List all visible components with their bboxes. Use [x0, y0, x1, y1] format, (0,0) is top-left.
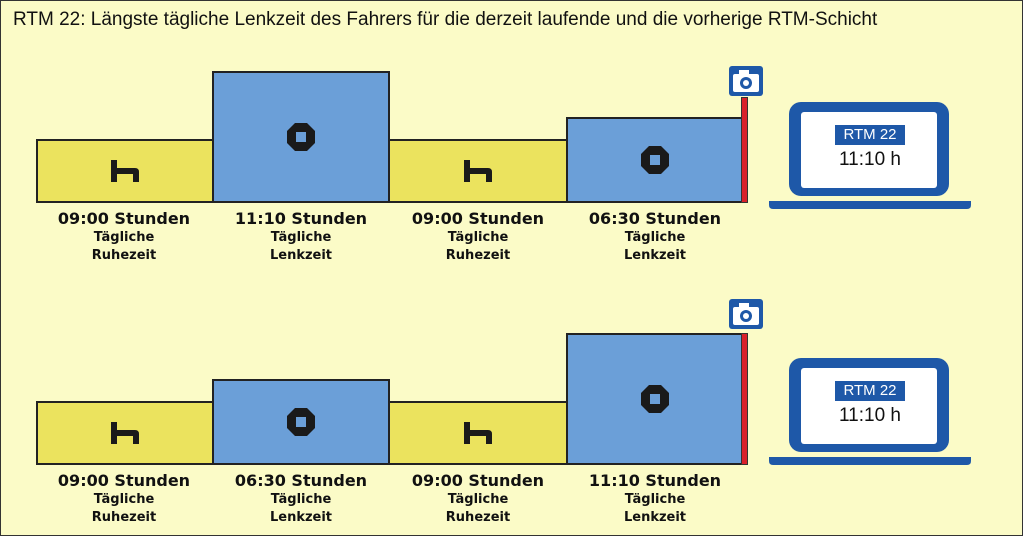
- laptop-display: RTM 22 11:10 h: [767, 355, 973, 469]
- camera-icon: [729, 299, 763, 329]
- rest-block: [36, 139, 214, 203]
- bed-icon: [464, 422, 492, 444]
- period-hours: 09:00 Stunden: [57, 471, 191, 490]
- rtm-value: 11:10 h: [839, 405, 901, 426]
- diagram-title: RTM 22: Längste tägliche Lenkzeit des Fa…: [13, 9, 878, 30]
- period-label: 11:10 Stunden Tägliche Lenkzeit: [213, 209, 389, 265]
- bed-icon: [111, 422, 139, 444]
- period-kind: Lenkzeit: [623, 510, 687, 525]
- period-kind: Ruhezeit: [91, 510, 157, 525]
- period-kind: Ruhezeit: [91, 248, 157, 263]
- rest-block: [388, 401, 568, 465]
- period-label: 09:00 Stunden Tägliche Ruhezeit: [36, 471, 212, 527]
- period-label: 06:30 Stunden Tägliche Lenkzeit: [213, 471, 389, 527]
- drive-block: [566, 333, 744, 465]
- period-hours: 06:30 Stunden: [588, 209, 722, 228]
- period-label: 09:00 Stunden Tägliche Ruhezeit: [390, 471, 566, 527]
- period-kind: Ruhezeit: [445, 510, 511, 525]
- laptop-display: RTM 22 11:10 h: [767, 99, 973, 213]
- bed-icon: [111, 160, 139, 182]
- period-kind: Tägliche: [270, 230, 332, 245]
- steering-wheel-icon: [287, 123, 315, 151]
- drive-block: [566, 117, 744, 203]
- period-kind: Lenkzeit: [269, 510, 333, 525]
- period-hours: 11:10 Stunden: [588, 471, 722, 490]
- drive-block: [212, 71, 390, 203]
- period-hours: 09:00 Stunden: [57, 209, 191, 228]
- period-label: 09:00 Stunden Tägliche Ruhezeit: [390, 209, 566, 265]
- period-label: 11:10 Stunden Tägliche Lenkzeit: [567, 471, 743, 527]
- period-kind: Lenkzeit: [623, 248, 687, 263]
- period-kind: Tägliche: [447, 230, 509, 245]
- rtm-badge: RTM 22: [835, 125, 905, 145]
- period-hours: 09:00 Stunden: [411, 471, 545, 490]
- period-kind: Ruhezeit: [445, 248, 511, 263]
- period-label: 09:00 Stunden Tägliche Ruhezeit: [36, 209, 212, 265]
- drive-block: [212, 379, 390, 465]
- period-kind: Tägliche: [624, 492, 686, 507]
- bed-icon: [464, 160, 492, 182]
- period-kind: Tägliche: [93, 492, 155, 507]
- period-hours: 06:30 Stunden: [234, 471, 368, 490]
- period-kind: Tägliche: [270, 492, 332, 507]
- rtm-badge: RTM 22: [835, 381, 905, 401]
- rest-block: [36, 401, 214, 465]
- period-kind: Tägliche: [447, 492, 509, 507]
- period-kind: Tägliche: [624, 230, 686, 245]
- camera-icon: [729, 66, 763, 96]
- laptop-icon: [769, 102, 971, 209]
- period-hours: 11:10 Stunden: [234, 209, 368, 228]
- steering-wheel-icon: [641, 385, 669, 413]
- rest-block: [388, 139, 568, 203]
- current-time-marker: [741, 333, 748, 465]
- steering-wheel-icon: [641, 146, 669, 174]
- period-hours: 09:00 Stunden: [411, 209, 545, 228]
- period-label: 06:30 Stunden Tägliche Lenkzeit: [567, 209, 743, 265]
- rtm-value: 11:10 h: [839, 149, 901, 170]
- period-kind: Lenkzeit: [269, 248, 333, 263]
- current-time-marker: [741, 97, 748, 203]
- period-kind: Tägliche: [93, 230, 155, 245]
- steering-wheel-icon: [287, 408, 315, 436]
